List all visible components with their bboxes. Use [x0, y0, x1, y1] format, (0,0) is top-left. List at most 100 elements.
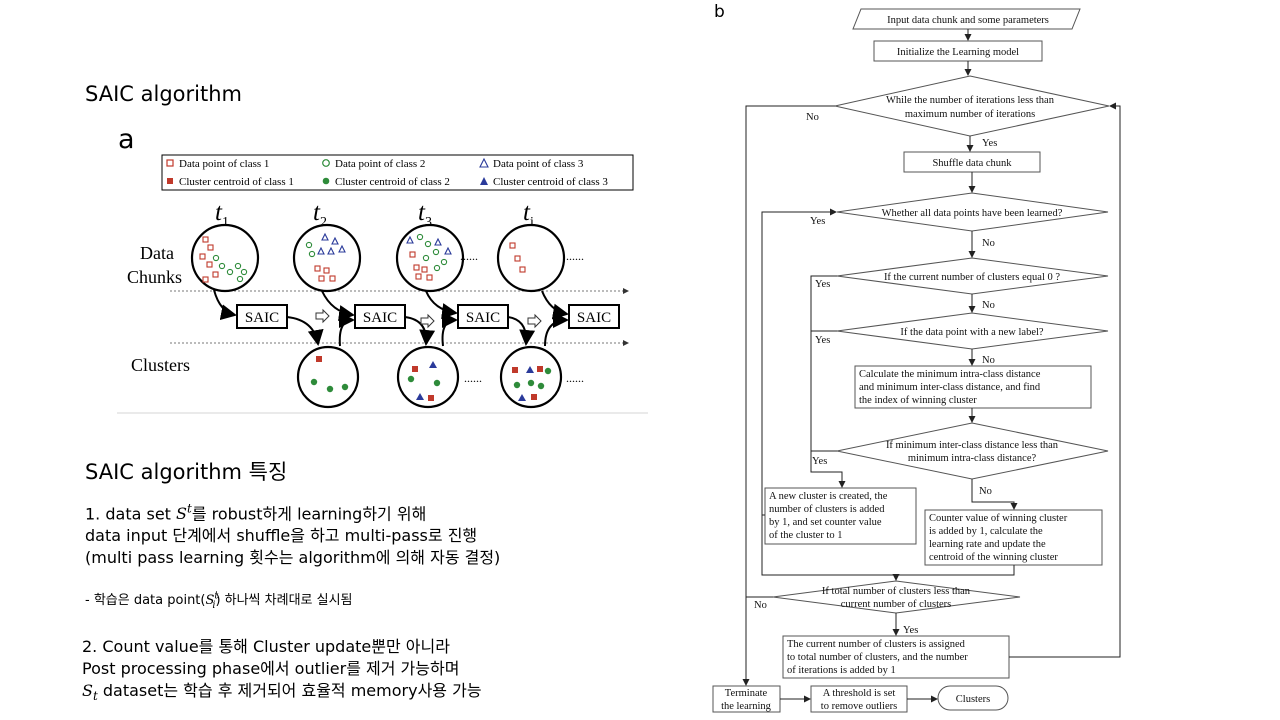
flow-text-counter-2: is added by 1, calculate the	[929, 526, 1043, 537]
svg-text:SAIC: SAIC	[466, 310, 500, 326]
flow-text-calc-1: Calculate the minimum intra-class distan…	[859, 369, 1041, 380]
feature-point-1-line-2: data input 단계에서 shuffle을 하고 multi-pass로 …	[85, 526, 478, 546]
flow-text-assign-1: The current number of clusters is assign…	[787, 639, 966, 650]
feature-note: - 학습은 data point(Sti) 하나씩 차례대로 실시됨	[85, 590, 353, 611]
svg-text:SAIC: SAIC	[245, 310, 279, 326]
ellipsis-clusters-1: ......	[464, 371, 482, 385]
legend-data-point-class3: Data point of class 3	[493, 158, 584, 170]
flow-label-no-label: No	[982, 355, 995, 366]
saic-box-2: SAIC	[354, 304, 406, 329]
legend-triangle-hollow-icon	[479, 157, 489, 168]
flow-label-yes-compare: Yes	[812, 456, 827, 467]
flow-text-compare-1: If minimum inter-class distance less tha…	[886, 440, 1059, 451]
feature-point-2: 2. Count value를 통해 Cluster update뿐만 아니라 …	[82, 636, 482, 707]
time-label-2: t2	[313, 199, 327, 230]
flow-text-shuffle: Shuffle data chunk	[932, 158, 1012, 169]
flow-text-new-cluster-2: number of clusters is added	[769, 504, 885, 515]
panel-a-label: a	[118, 124, 135, 155]
data-chunk-t1	[190, 223, 260, 293]
flow-text-while-1: While the number of iterations less than	[886, 95, 1055, 106]
legend-circle-filled-icon	[322, 177, 330, 185]
flow-label-yes-label: Yes	[815, 335, 830, 346]
ellipsis-chunks-2: ......	[566, 249, 584, 263]
flow-node-calc	[854, 365, 1092, 409]
flow-node-compare	[836, 422, 1109, 480]
arrow-cluster2-saic3	[441, 312, 458, 347]
saic-illustration: Data point of class 1 Data point of clas…	[117, 154, 648, 414]
feature-point-2-line-2: Post processing phase에서 outlier를 제거 가능하며	[82, 659, 460, 678]
flow-label-no-learned: No	[982, 238, 995, 249]
cluster-result-1	[296, 345, 360, 409]
data-chunk-t3	[395, 223, 465, 293]
legend-centroid-class1: Cluster centroid of class 1	[179, 176, 294, 188]
ellipsis-chunks-1: ......	[460, 249, 478, 263]
flow-text-total-2: current number of clusters	[841, 599, 952, 610]
flow-label-yes-zero: Yes	[815, 279, 830, 290]
flow-text-terminate-2: the learning	[721, 701, 772, 712]
hollow-arrow-2-icon	[420, 313, 435, 329]
svg-text:SAIC: SAIC	[363, 310, 397, 326]
legend-centroid-class2: Cluster centroid of class 2	[335, 176, 450, 188]
data-chunk-t2	[292, 223, 362, 293]
arrow-cluster1-saic2	[338, 312, 355, 347]
flow-label-no-while: No	[806, 112, 819, 123]
flow-node-init	[873, 40, 1043, 62]
arrow-cluster3-saici	[544, 312, 569, 347]
flow-text-new-cluster-3: by 1, and set counter value	[769, 517, 882, 528]
flow-text-counter-1: Counter value of winning cluster	[929, 513, 1068, 524]
arrow-saic3-cluster	[507, 316, 536, 346]
svg-text:SAIC: SAIC	[577, 310, 611, 326]
flow-node-while	[834, 75, 1110, 137]
ellipsis-clusters-2: ......	[566, 371, 584, 385]
hollow-arrow-1-icon	[315, 308, 330, 324]
legend: Data point of class 1 Data point of clas…	[161, 154, 634, 191]
flow-node-clusters-end	[937, 685, 1009, 711]
panel-b-label: b	[714, 2, 725, 22]
arrow-chunk1-saic	[213, 289, 237, 321]
flow-label-yes-learned: Yes	[810, 216, 825, 227]
flow-text-counter-4: centroid of the winning cluster	[929, 552, 1058, 563]
flow-text-new-cluster-1: A new cluster is created, the	[769, 491, 888, 502]
flow-text-clusters-zero: If the current number of clusters equal …	[884, 272, 1060, 283]
flow-text-calc-3: the index of winning cluster	[859, 395, 977, 406]
cluster-result-2	[396, 345, 460, 409]
feature-point-2-line-1: 2. Count value를 통해 Cluster update뿐만 아니라	[82, 637, 450, 656]
row-label-data: Data	[140, 243, 174, 263]
section-title: SAIC algorithm 특징	[85, 460, 288, 484]
flow-text-total-1: If total number of clusters less than	[822, 586, 971, 597]
arrow-saic1-cluster	[286, 316, 324, 346]
heading: SAIC algorithm	[85, 82, 242, 106]
arrow-saic2-cluster	[404, 316, 436, 346]
flow-text-assign-3: of iterations is added by 1	[787, 665, 896, 676]
legend-triangle-filled-icon	[480, 177, 488, 185]
time-label-1: t1	[215, 199, 229, 230]
cluster-result-3	[499, 345, 563, 409]
time-label-i: ti	[523, 199, 534, 230]
flow-label-no-compare: No	[979, 486, 992, 497]
feature-point-2-line-3: St dataset는 학습 후 제거되어 효율적 memory사용 가능	[82, 681, 482, 704]
flow-text-init: Initialize the Learning model	[897, 47, 1019, 58]
feature-point-1: 1. data set St를 robust하게 learning하기 위해 d…	[85, 498, 500, 569]
saic-box-1: SAIC	[236, 304, 288, 329]
legend-square-hollow-icon	[166, 159, 174, 167]
flow-text-new-label: If the data point with a new label?	[900, 327, 1043, 338]
flow-text-calc-2: and minimum inter-class distance, and fi…	[859, 382, 1041, 393]
data-chunk-ti	[496, 223, 566, 293]
legend-centroid-class3: Cluster centroid of class 3	[493, 176, 608, 188]
flow-label-yes-while: Yes	[982, 138, 997, 149]
feature-point-1-line-3: (multi pass learning 횟수는 algorithm에 의해 자…	[85, 548, 501, 568]
legend-data-point-class2: Data point of class 2	[335, 158, 425, 170]
flow-text-new-cluster-4: of the cluster to 1	[769, 530, 842, 541]
flow-text-threshold-2: to remove outliers	[821, 701, 897, 712]
feature-point-1-line-1: 1. data set St를 robust하게 learning하기 위해	[85, 502, 427, 524]
flow-text-threshold-1: A threshold is set	[823, 688, 896, 699]
flow-text-learned: Whether all data points have been learne…	[882, 208, 1063, 219]
flow-text-clusters-end: Clusters	[956, 694, 990, 705]
flow-text-input: Input data chunk and some parameters	[887, 15, 1049, 26]
flow-label-no-zero: No	[982, 300, 995, 311]
legend-square-filled-icon	[167, 178, 173, 184]
flow-node-new-cluster	[764, 487, 917, 545]
hollow-arrow-3-icon	[527, 313, 542, 329]
flow-label-yes-total: Yes	[903, 625, 918, 636]
